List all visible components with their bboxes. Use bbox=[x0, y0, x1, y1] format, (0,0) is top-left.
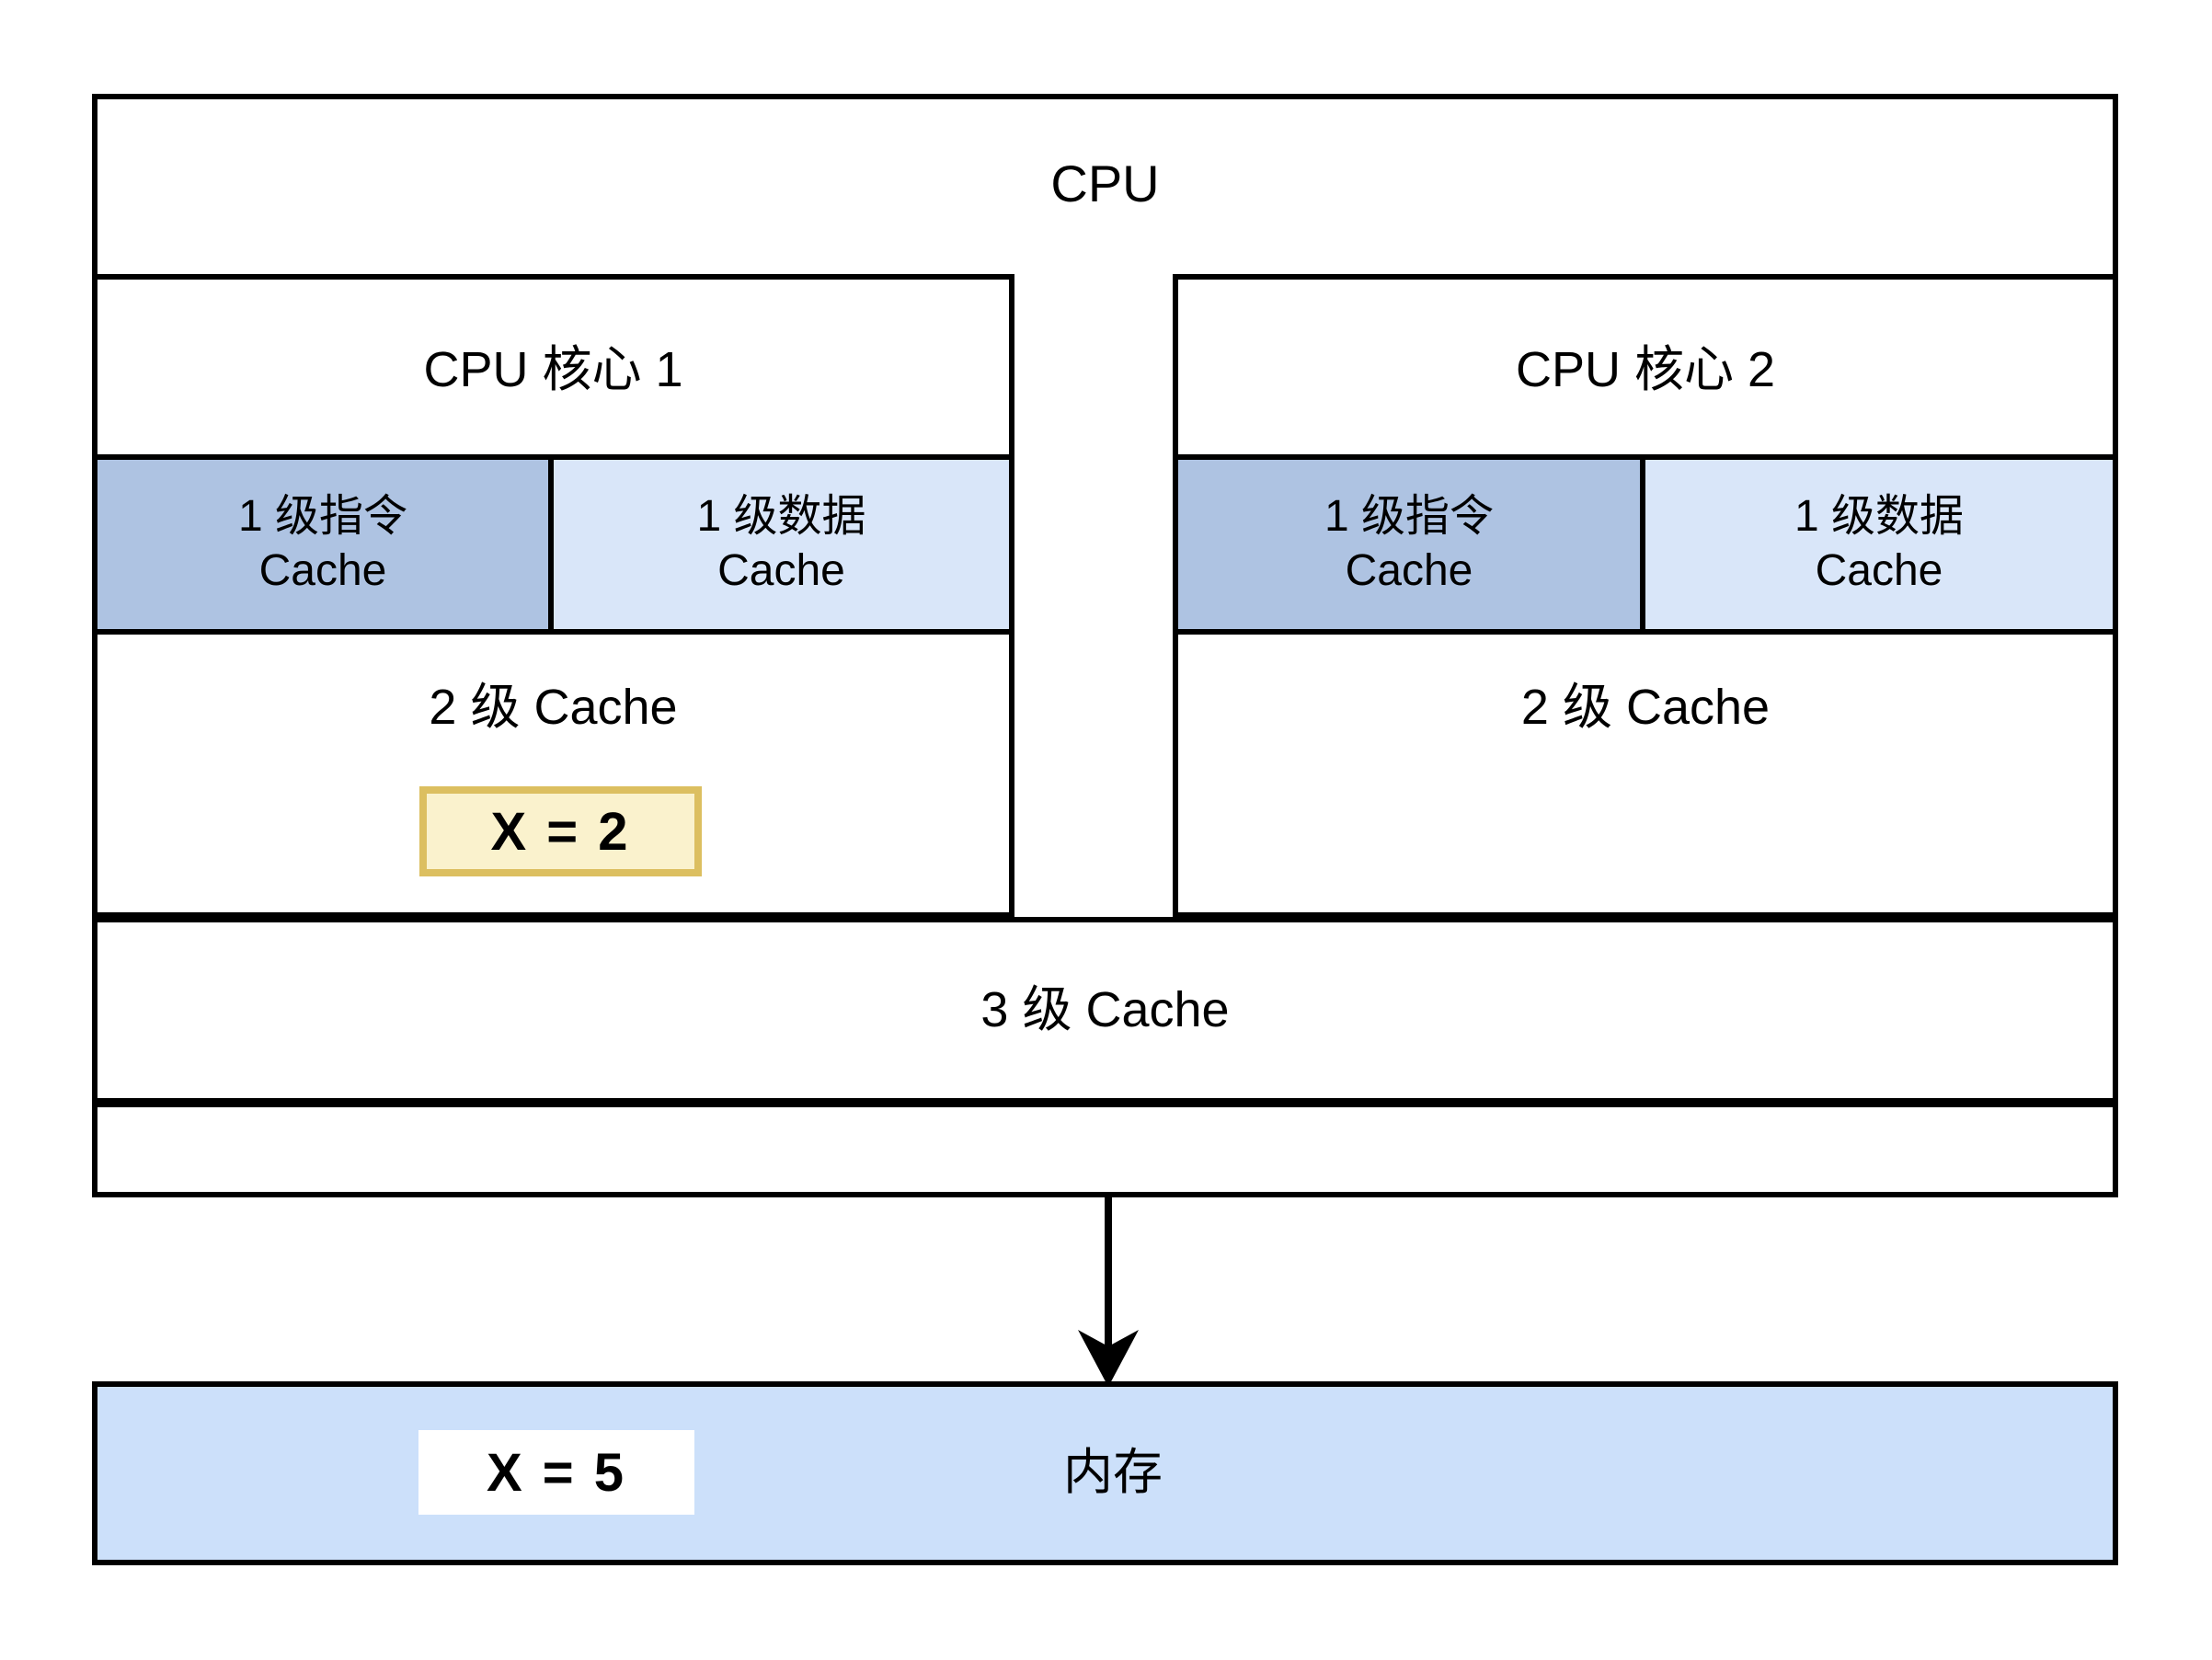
core-2-l2-cache-label: 2 级 Cache bbox=[1520, 680, 1771, 735]
main-memory-box bbox=[92, 1381, 2118, 1565]
core-1-l1-instruction-cache: 1 级指令 Cache bbox=[92, 454, 554, 635]
core-1-l2-cache-label: 2 级 Cache bbox=[429, 680, 678, 735]
core-2-l1-data-cache: 1 级数据 Cache bbox=[1640, 454, 2118, 635]
cpu-package-title: CPU bbox=[1050, 154, 1160, 212]
memory-value-chip: X = 5 bbox=[418, 1430, 694, 1515]
cpu-core-2-title: CPU 核心 2 bbox=[1515, 341, 1776, 397]
memory-bus-box bbox=[92, 1102, 2118, 1197]
core-1-l1-data-cache: 1 级数据 Cache bbox=[548, 454, 1014, 635]
l3-cache-label: 3 级 Cache bbox=[980, 981, 1230, 1037]
core-2-l1-instruction-cache: 1 级指令 Cache bbox=[1173, 454, 1645, 635]
cpu-to-memory-arrow-icon bbox=[1078, 1192, 1139, 1387]
main-memory-label: 内存 bbox=[1063, 1445, 1163, 1501]
l3-cache-box bbox=[92, 917, 2118, 1104]
cpu-core-1-title: CPU 核心 1 bbox=[423, 341, 683, 397]
core-1-cached-value-chip: X = 2 bbox=[419, 786, 702, 876]
